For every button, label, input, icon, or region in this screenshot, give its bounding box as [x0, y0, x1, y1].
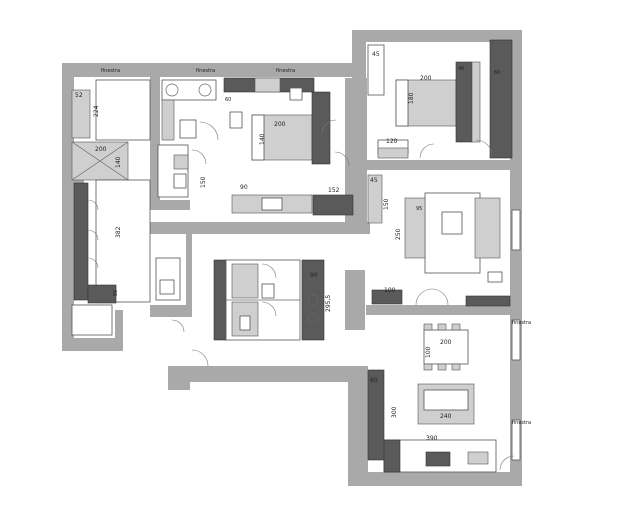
bedroom-1: 45 200 180 40 60 120: [367, 39, 513, 159]
dim-300: 300: [391, 406, 398, 418]
label-window-3: finestra: [276, 68, 295, 74]
interior-walls: [74, 77, 514, 330]
dim-60-kit: 60: [370, 377, 378, 384]
dim-250: 250: [395, 228, 402, 240]
dim-152: 152: [328, 187, 340, 194]
dim-60-bed1: 60: [494, 70, 500, 76]
label-window-4: finestra: [512, 320, 531, 326]
dim-52: 52: [75, 92, 83, 99]
label-window-2: finestra: [196, 68, 215, 74]
dim-150-bath: 150: [200, 176, 207, 188]
bedroom-2: 200 140 90 152: [231, 87, 354, 216]
outer-walls: [62, 30, 522, 486]
dim-390: 390: [426, 435, 438, 442]
dim-120: 120: [386, 138, 398, 145]
dim-40: 40: [458, 66, 464, 72]
lower-left-closet: [155, 257, 209, 367]
top-bathroom: 60 finestra finestra finestra: [101, 68, 315, 141]
dim-55: 55: [113, 290, 119, 296]
twin-bathrooms: 90 295,5: [213, 259, 332, 341]
dim-140-bed2: 140: [259, 133, 266, 145]
dim-140-corridor: 140: [115, 156, 122, 168]
left-room: 52 224 200 140 382 55: [71, 79, 151, 336]
dim-100-din: 100: [425, 346, 432, 358]
dim-295: 295,5: [325, 295, 332, 312]
dim-90-bath: 90: [310, 272, 318, 279]
dining-kitchen: 200 100 60 300 240 390 finestra finestra: [367, 319, 531, 473]
dim-224: 224: [93, 105, 100, 117]
dim-150-liv: 150: [383, 198, 390, 210]
dim-200-bed1: 200: [420, 75, 432, 82]
dim-200-din: 200: [440, 339, 452, 346]
dim-240: 240: [440, 413, 452, 420]
label-window-1: finestra: [101, 68, 120, 74]
dim-180: 180: [408, 92, 415, 104]
utility-room: 150: [157, 144, 207, 198]
dim-100-liv: 100: [384, 287, 396, 294]
dim-45-top: 45: [372, 51, 380, 58]
label-window-5: finestra: [512, 420, 531, 426]
dim-200-bed2: 200: [274, 121, 286, 128]
dim-200-corridor: 200: [95, 146, 107, 153]
dim-60-bath: 60: [225, 97, 231, 103]
dim-45-liv: 45: [370, 177, 378, 184]
dim-95: 95: [416, 206, 422, 212]
dim-382: 382: [115, 226, 122, 238]
living-room: 45 150 250 95 100: [367, 174, 521, 307]
dim-90: 90: [240, 184, 248, 191]
